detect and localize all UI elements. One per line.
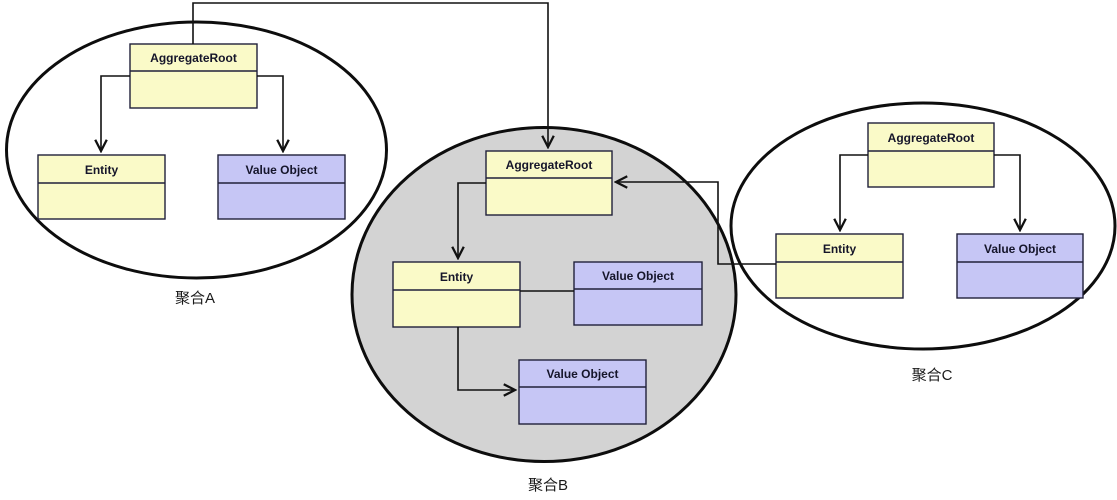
connector-a-root-to-b-root	[192, 2, 548, 147]
aggregate-c-label: 聚合C	[912, 367, 953, 384]
connector-a-root-to-value-object	[257, 75, 283, 151]
aggregate-a-value-object-node: Value Object	[217, 154, 346, 220]
connector-c-root-to-value-object	[994, 154, 1020, 230]
connector-c-entity-to-b-root	[616, 182, 776, 265]
aggregate-b-root-node: AggregateRoot	[485, 150, 613, 216]
aggregate-b-value-object-2-node: Value Object	[518, 359, 647, 425]
aggregate-c-value-object-title: Value Object	[984, 242, 1056, 256]
aggregate-a-value-object-title: Value Object	[245, 163, 317, 177]
connector-c-root-to-entity	[840, 154, 868, 230]
aggregate-b-value-object-1-title: Value Object	[602, 269, 674, 283]
aggregate-a-root-node: AggregateRoot	[129, 43, 258, 109]
aggregate-c-root-rect	[867, 122, 995, 188]
aggregate-c-value-object-node: Value Object	[956, 233, 1084, 299]
aggregate-a-root-title: AggregateRoot	[150, 51, 237, 65]
aggregate-b-root-title: AggregateRoot	[506, 158, 593, 172]
aggregate-a-entity-title: Entity	[85, 163, 119, 177]
aggregate-b-entity-title: Entity	[440, 270, 474, 284]
aggregate-b-entity-rect	[392, 261, 521, 328]
aggregate-a-entity-node: Entity	[37, 154, 166, 220]
connector-b-entity-to-value-object-2	[457, 327, 515, 390]
aggregate-b-value-object-1-rect	[573, 261, 703, 326]
aggregate-b-value-object-1-node: Value Object	[573, 261, 703, 326]
aggregate-a-label: 聚合A	[175, 290, 215, 307]
aggregate-b-label: 聚合B	[528, 477, 568, 494]
aggregate-c-entity-rect	[775, 233, 904, 299]
aggregate-c-entity-title: Entity	[823, 242, 857, 256]
aggregate-b-value-object-2-rect	[518, 359, 647, 425]
connector-a-root-to-entity	[101, 75, 130, 151]
aggregate-b-value-object-2-title: Value Object	[546, 367, 618, 381]
aggregate-a-value-object-rect	[217, 154, 346, 220]
aggregate-c-root-node: AggregateRoot	[867, 122, 995, 188]
aggregate-c-entity-node: Entity	[775, 233, 904, 299]
aggregate-b-entity-node: Entity	[392, 261, 521, 328]
connector-b-root-to-entity	[458, 182, 486, 258]
aggregate-c-boundary-ellipse	[729, 101, 1117, 351]
aggregate-a-entity-rect	[37, 154, 166, 220]
aggregate-c-root-title: AggregateRoot	[888, 131, 975, 145]
aggregate-c-value-object-rect	[956, 233, 1084, 299]
aggregate-b-root-rect	[485, 150, 613, 216]
